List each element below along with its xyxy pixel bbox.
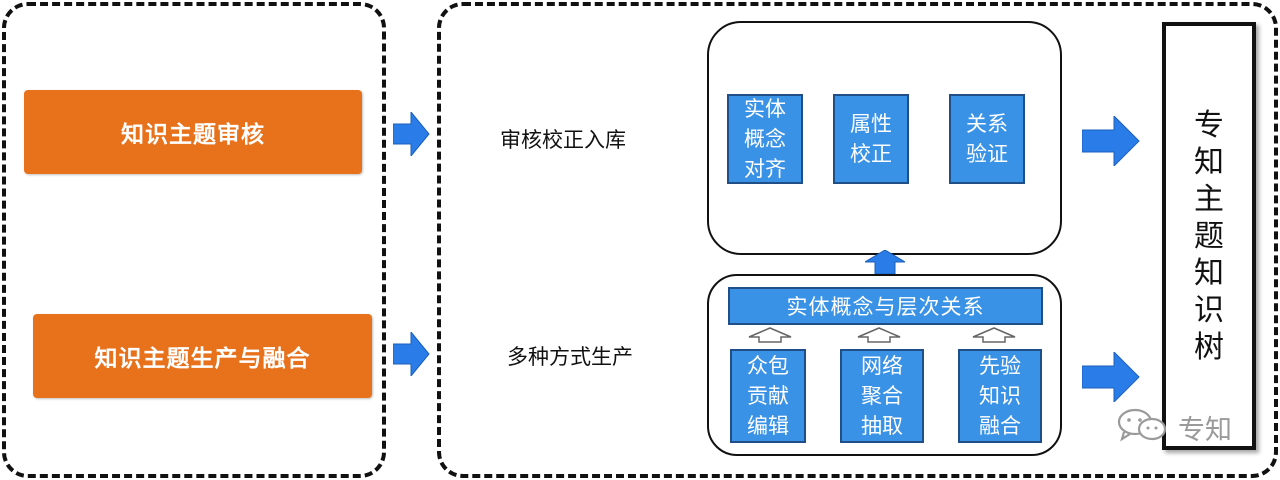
tile-label: 实体 概念 对齐 [744,97,786,181]
right-dashed-panel [437,2,1278,478]
attribute-correction-tile: 属性 校正 [833,94,909,184]
knowledge-tree-box: 专 知 主 题 知 识 树 [1162,22,1256,450]
tile-label: 网络 聚合 抽取 [861,354,903,438]
tile-label: 关系 验证 [966,112,1008,166]
arrow-up-outline-icon [857,327,901,343]
review-correction-label: 审核校正入库 [500,128,626,152]
knowledge-topic-review-box: 知识主题审核 [24,90,362,174]
tile-label: 先验 知识 融合 [979,354,1021,438]
entity-concept-alignment-tile: 实体 概念 对齐 [727,94,803,184]
arrow-right-icon [393,332,430,376]
relation-verification-tile: 关系 验证 [949,94,1025,184]
prior-knowledge-fusion-tile: 先验 知识 融合 [958,349,1042,443]
knowledge-topic-production-box: 知识主题生产与融合 [33,314,372,398]
tree-char: 主 [1194,181,1224,217]
tile-label: 属性 校正 [850,112,892,166]
arrow-right-icon [1082,352,1140,402]
tree-char: 知 [1194,255,1224,291]
arrow-up-outline-icon [748,327,792,343]
tile-label: 众包 贡献 编辑 [747,354,789,438]
tree-char: 识 [1194,292,1224,328]
entity-concept-hierarchy-bar: 实体概念与层次关系 [728,287,1043,325]
wechat-icon [1117,408,1167,442]
web-aggregation-extraction-tile: 网络 聚合 抽取 [840,349,924,443]
arrow-up-icon [865,250,905,274]
multi-production-label: 多种方式生产 [507,345,633,369]
crowdsourcing-edit-tile: 众包 贡献 编辑 [730,349,806,443]
tree-char: 题 [1194,218,1224,254]
arrow-up-outline-icon [972,327,1016,343]
tree-char: 知 [1194,144,1224,180]
arrow-right-icon [1082,116,1140,166]
tree-char: 专 [1194,107,1224,143]
arrow-right-icon [393,112,430,156]
left-dashed-panel [2,2,386,478]
watermark-text: 专知 [1178,415,1232,446]
tree-char: 树 [1194,329,1224,365]
